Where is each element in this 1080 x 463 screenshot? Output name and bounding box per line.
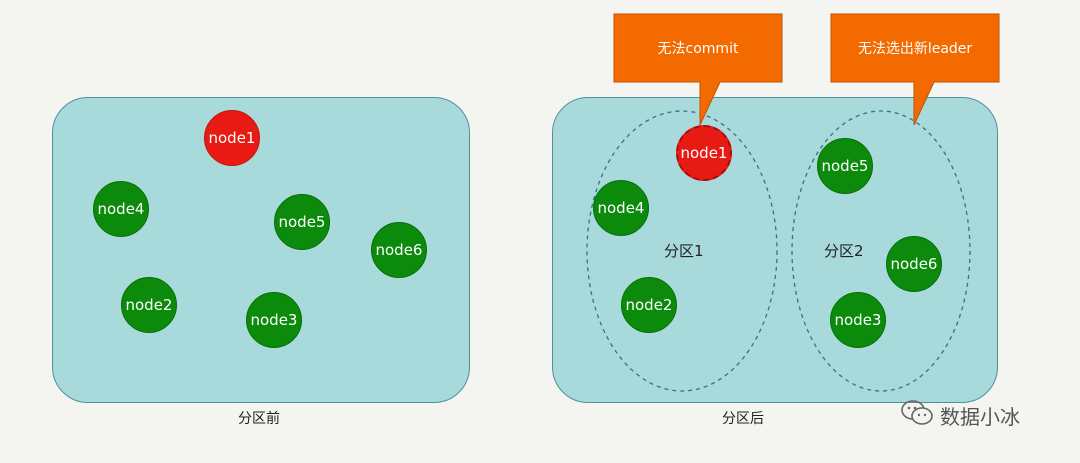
node-follower: node2 — [621, 277, 677, 333]
node-follower: node4 — [93, 181, 149, 237]
partition-2-label: 分区2 — [824, 242, 864, 260]
node-follower: node3 — [830, 292, 886, 348]
node-follower: node5 — [817, 138, 873, 194]
node-follower: node6 — [371, 222, 427, 278]
node-leader: node1 — [676, 125, 732, 181]
node-follower: node6 — [886, 236, 942, 292]
partition-1-boundary — [586, 110, 778, 392]
node-follower: node2 — [121, 277, 177, 333]
callout-cannot-elect-leader: 无法选出新leader — [857, 41, 973, 57]
node-leader: node1 — [204, 110, 260, 166]
node-follower: node3 — [246, 292, 302, 348]
after-caption: 分区后 — [722, 411, 764, 427]
before-caption: 分区前 — [238, 411, 280, 427]
callout-box-2 — [830, 13, 1000, 126]
callout-cannot-commit: 无法commit — [657, 41, 739, 57]
node-follower: node5 — [274, 194, 330, 250]
callout-box-1 — [613, 13, 783, 126]
watermark-text: 数据小冰 — [940, 405, 1020, 429]
partition-1-label: 分区1 — [664, 242, 704, 260]
wechat-icon — [900, 398, 934, 433]
watermark: 数据小冰 — [900, 398, 1020, 433]
partition-2-boundary — [791, 110, 971, 392]
node-follower: node4 — [593, 180, 649, 236]
